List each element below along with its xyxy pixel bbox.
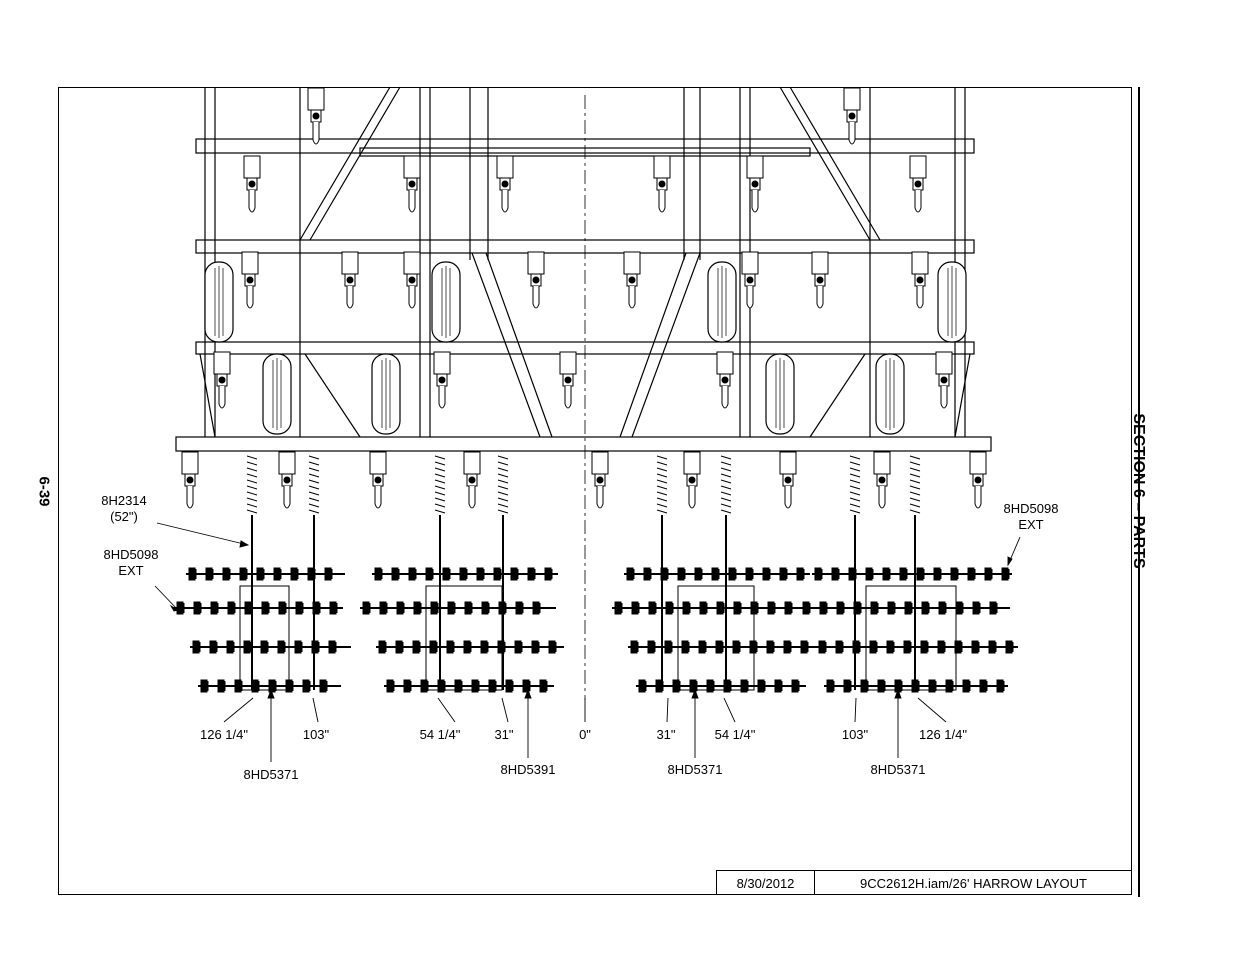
shank-unit xyxy=(527,251,545,309)
callout-right-extension: 8HD5098 EXT xyxy=(996,501,1066,533)
tine-bar xyxy=(816,640,1018,654)
shank-unit xyxy=(463,451,481,509)
shank-unit xyxy=(241,251,259,309)
shank-unit xyxy=(873,451,891,509)
frame-linework xyxy=(175,86,992,700)
shank-unit xyxy=(969,451,987,509)
shank-unit xyxy=(591,451,609,509)
shank-unit xyxy=(341,251,359,309)
callout-left-extension: 8HD5098 EXT xyxy=(96,547,166,579)
tine-bar xyxy=(636,679,806,693)
right-ext-note: EXT xyxy=(1018,517,1044,532)
shank-unit xyxy=(935,351,953,409)
tine-bar xyxy=(376,640,564,654)
wheel-treads xyxy=(214,266,957,430)
shank-unit xyxy=(911,251,929,309)
shank-unit xyxy=(716,351,734,409)
harrow-sections xyxy=(174,567,1018,693)
shank-unit xyxy=(278,451,296,509)
tine-bar xyxy=(384,679,554,693)
right-ext-part-number: 8HD5098 xyxy=(1003,501,1059,516)
margin-rule xyxy=(1138,87,1140,897)
tine-bar xyxy=(624,567,810,581)
shank-unit xyxy=(623,251,641,309)
shank-unit xyxy=(559,351,577,409)
dimension-right-54: 54 1/4" xyxy=(714,727,756,742)
left-bar-part-number: 8H2314 xyxy=(101,493,147,508)
shank-unit xyxy=(746,155,764,213)
shank-unit xyxy=(811,251,829,309)
shank-unit xyxy=(181,451,199,509)
tine-bar xyxy=(372,567,558,581)
shank-unit xyxy=(307,87,325,145)
shank-assemblies xyxy=(181,87,987,690)
dimension-right-103: 103" xyxy=(841,727,869,742)
shank-unit xyxy=(779,451,797,509)
shank-unit xyxy=(243,155,261,213)
dimension-center-0: 0" xyxy=(579,727,591,742)
tine-bar xyxy=(612,601,808,615)
left-ext-part-number: 8HD5098 xyxy=(103,547,159,562)
drawing-border xyxy=(58,87,1132,895)
part-label-section-4: 8HD5371 xyxy=(870,762,926,777)
tine-bar xyxy=(824,679,1008,693)
tine-bar xyxy=(186,567,345,581)
tine-bar xyxy=(360,601,556,615)
shank-unit xyxy=(369,451,387,509)
shank-unit xyxy=(403,251,421,309)
left-bar-length: (52") xyxy=(110,509,138,524)
shank-unit xyxy=(403,155,421,213)
tine-bar xyxy=(800,601,1010,615)
harrow-frame xyxy=(425,585,503,691)
callout-left-bar: 8H2314 (52") xyxy=(92,493,156,525)
leader-lines xyxy=(154,522,1021,762)
title-block: 8/30/2012 9CC2612H.iam/26' HARROW LAYOUT xyxy=(716,870,1132,895)
shank-unit xyxy=(433,351,451,409)
shank-unit xyxy=(741,251,759,309)
tine-bar xyxy=(198,679,341,693)
harrow-frame xyxy=(677,585,755,691)
dimension-left-103: 103" xyxy=(302,727,330,742)
dimension-left-31: 31" xyxy=(494,727,514,742)
harrow-frame xyxy=(865,585,957,691)
dimension-right-126: 126 1/4" xyxy=(919,727,967,742)
shank-unit xyxy=(909,155,927,213)
shank-unit xyxy=(843,87,861,145)
tine-bar xyxy=(812,567,1012,581)
harrow-frame xyxy=(239,585,290,691)
shank-unit xyxy=(496,155,514,213)
left-ext-note: EXT xyxy=(118,563,144,578)
dimension-left-126: 126 1/4" xyxy=(200,727,248,742)
drawing-date: 8/30/2012 xyxy=(717,871,815,895)
tine-bar xyxy=(174,601,343,615)
shank-unit xyxy=(683,451,701,509)
dimension-left-54: 54 1/4" xyxy=(419,727,461,742)
tine-bar xyxy=(190,640,351,654)
tine-bar xyxy=(628,640,816,654)
drawing-filename: 9CC2612H.iam/26' HARROW LAYOUT xyxy=(860,875,1087,891)
dimension-right-31: 31" xyxy=(656,727,676,742)
part-label-section-3: 8HD5371 xyxy=(667,762,723,777)
shank-unit xyxy=(213,351,231,409)
part-label-section-1: 8HD5371 xyxy=(243,767,299,782)
part-label-section-2: 8HD5391 xyxy=(500,762,556,777)
shank-unit xyxy=(653,155,671,213)
